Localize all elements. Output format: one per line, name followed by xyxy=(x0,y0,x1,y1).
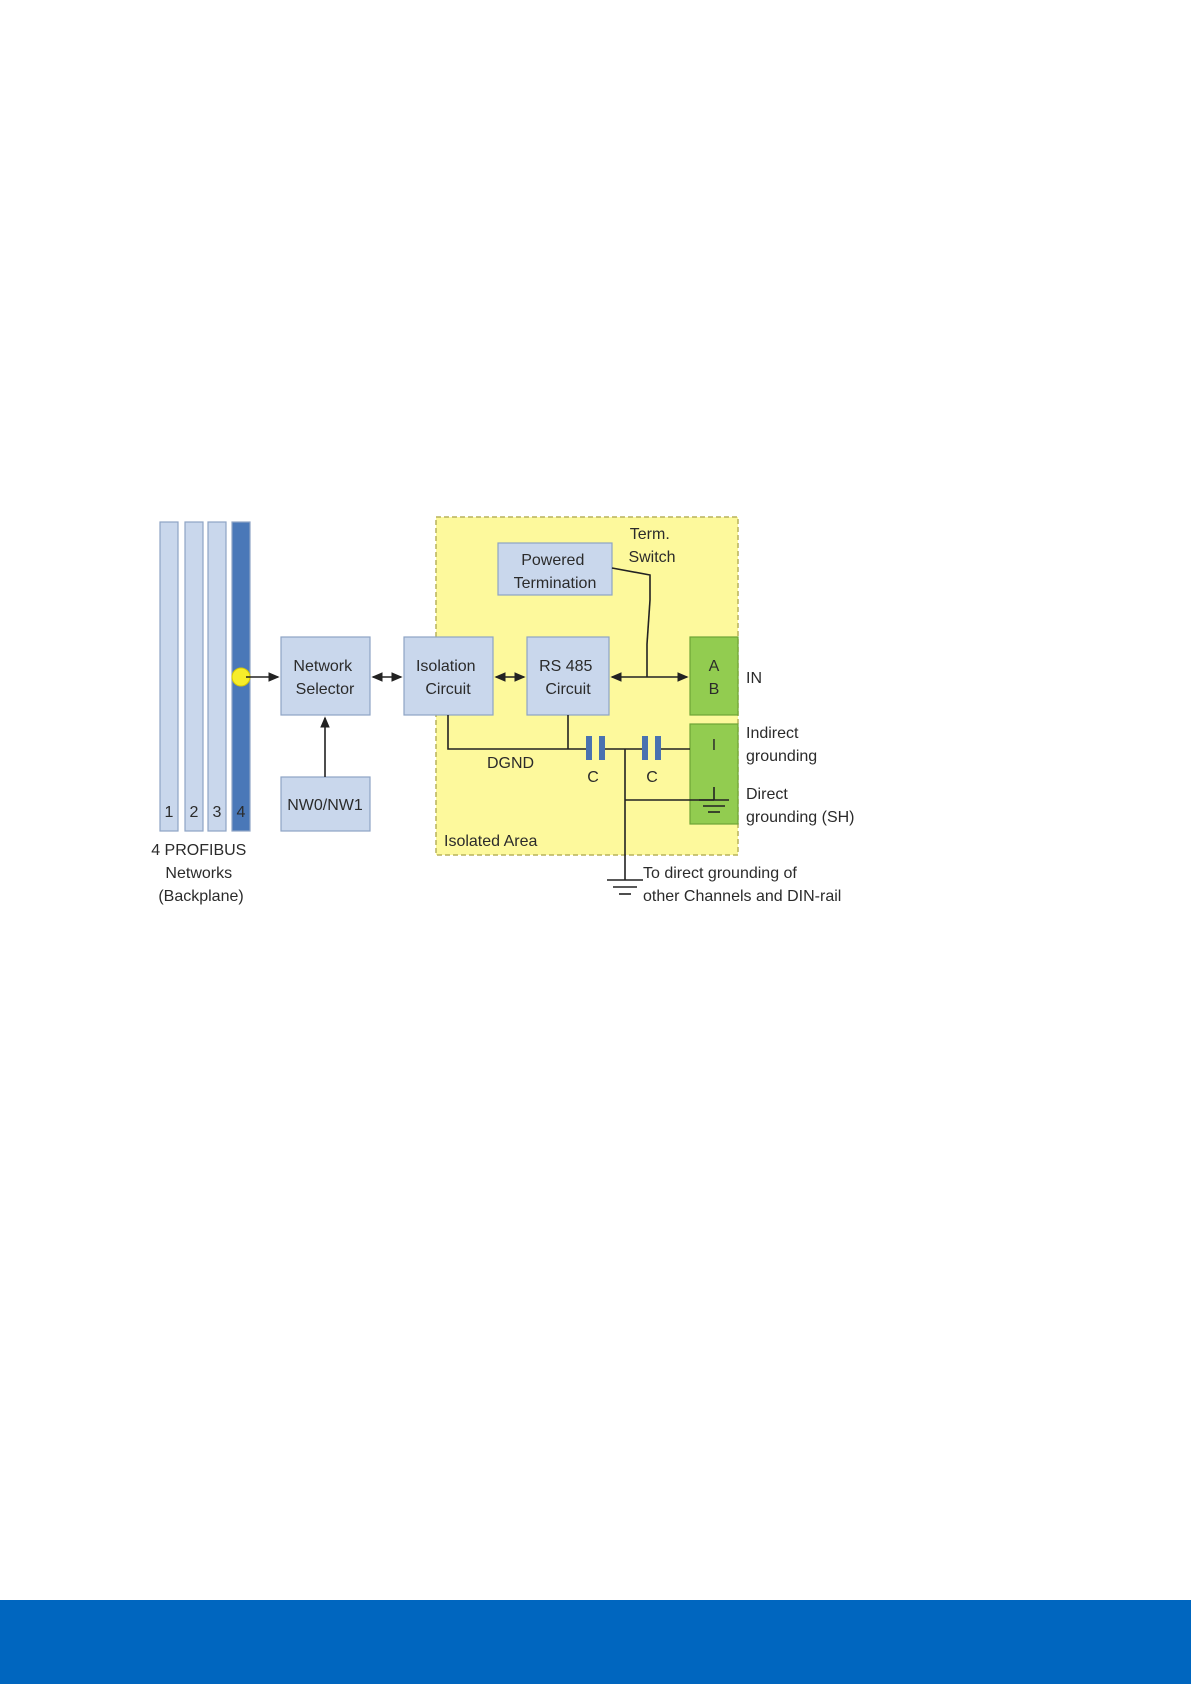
channel-label-1: 1 xyxy=(165,804,174,821)
backplane-channel-3 xyxy=(208,522,226,831)
isolated-area-label: Isolated Area xyxy=(444,833,538,850)
backplane-channel-1 xyxy=(160,522,178,831)
earth-ground-icon xyxy=(607,880,643,894)
channel-label-4: 4 xyxy=(237,804,246,821)
backplane-label: 4 PROFIBUS Networks (Backplane) xyxy=(151,842,251,905)
footer-bar xyxy=(0,1600,1191,1684)
ground-note: To direct grounding of other Channels an… xyxy=(643,865,841,905)
capacitor-label-2: C xyxy=(646,769,658,786)
direct-grounding-label: Direct grounding (SH) xyxy=(746,786,855,826)
backplane-channel-2 xyxy=(185,522,203,831)
connector-i-label: I xyxy=(712,737,716,754)
connector-a-label: A xyxy=(709,658,720,675)
in-label: IN xyxy=(746,670,762,687)
connector-b-label: B xyxy=(709,681,720,698)
connector-ab xyxy=(690,637,738,715)
dgnd-label: DGND xyxy=(487,755,534,772)
network-selector-block xyxy=(281,637,370,715)
nw-select-label: NW0/NW1 xyxy=(287,797,363,814)
rs485-circuit-block xyxy=(527,637,609,715)
capacitor-label-1: C xyxy=(587,769,599,786)
isolation-circuit-block xyxy=(404,637,493,715)
profibus-channel-diagram: Isolated Area 1 2 3 4 4 PROFIBUS Network… xyxy=(0,0,1191,1600)
channel-label-2: 2 xyxy=(190,804,199,821)
channel-label-3: 3 xyxy=(213,804,222,821)
indirect-grounding-label: Indirect grounding xyxy=(746,725,817,765)
